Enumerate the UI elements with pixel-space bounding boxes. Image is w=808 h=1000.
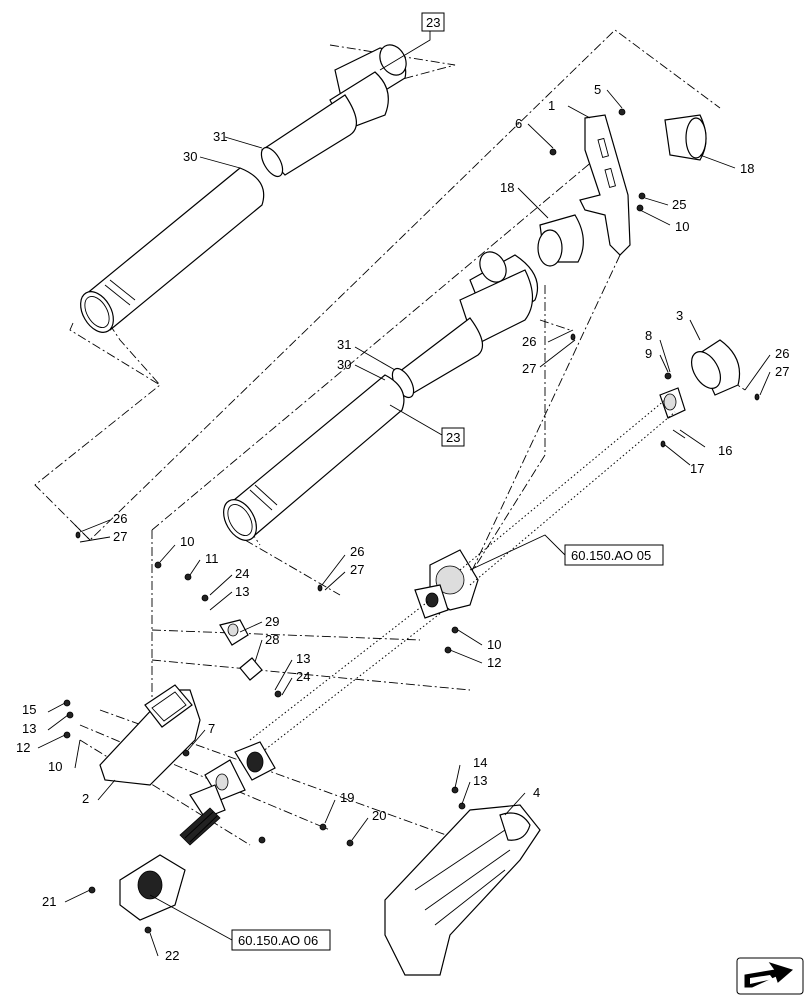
callout: 30 xyxy=(183,149,197,164)
callout: 25 xyxy=(672,197,686,212)
callout: 2 xyxy=(82,791,89,806)
lower-shaft-assembly xyxy=(223,251,539,541)
callout: 17 xyxy=(690,461,704,476)
ref-box-23-top-label: 23 xyxy=(426,15,440,30)
callout: 6 xyxy=(515,116,522,131)
small-parts xyxy=(219,619,263,681)
callouts: 31 30 5 1 6 18 18 25 10 26 27 31 30 3 8 … xyxy=(16,82,789,963)
ref-box-ao05-label: 60.150.AO 05 xyxy=(571,548,651,563)
ref-box-23-mid-label: 23 xyxy=(446,430,460,445)
callout: 13 xyxy=(22,721,36,736)
callout: 16 xyxy=(718,443,732,458)
callout: 15 xyxy=(22,702,36,717)
callout: 31 xyxy=(213,129,227,144)
callout: 30 xyxy=(337,357,351,372)
nav-arrow-icon[interactable] xyxy=(736,957,804,995)
callout: 11 xyxy=(205,551,219,566)
leader-lines xyxy=(37,30,771,957)
callout: 20 xyxy=(372,808,386,823)
callout: 26 xyxy=(775,346,789,361)
callout: 18 xyxy=(740,161,754,176)
callout: 1 xyxy=(548,98,555,113)
upper-bracket xyxy=(537,114,707,267)
ref-box-ao06[interactable] xyxy=(231,929,331,951)
callout: 10 xyxy=(180,534,194,549)
mount-plate xyxy=(99,684,276,819)
callout: 24 xyxy=(235,566,249,581)
callout: 24 xyxy=(296,669,310,684)
callout: 27 xyxy=(350,562,364,577)
ref-box-23-top[interactable] xyxy=(421,12,445,32)
ref-box-ao05[interactable] xyxy=(564,544,664,566)
callout: 22 xyxy=(165,948,179,963)
callout: 13 xyxy=(235,584,249,599)
callout: 10 xyxy=(675,219,689,234)
callout: 14 xyxy=(473,755,487,770)
callout: 8 xyxy=(645,328,652,343)
callout: 18 xyxy=(500,180,514,195)
callout: 10 xyxy=(48,759,62,774)
callout: 27 xyxy=(113,529,127,544)
callout: 13 xyxy=(473,773,487,788)
callout: 10 xyxy=(487,637,501,652)
callout: 13 xyxy=(296,651,310,666)
callout: 9 xyxy=(645,346,652,361)
callout: 27 xyxy=(775,364,789,379)
callout: 26 xyxy=(113,511,127,526)
upper-shaft-assembly xyxy=(80,44,407,333)
callout: 28 xyxy=(265,632,279,647)
callout: 26 xyxy=(350,544,364,559)
callout: 29 xyxy=(265,614,279,629)
spring-joint xyxy=(119,807,221,921)
callout: 12 xyxy=(487,655,501,670)
reference-boxes: 23 23 60.150.AO 05 60.150.AO 06 xyxy=(231,12,664,951)
center-joint xyxy=(414,549,479,619)
callout: 4 xyxy=(533,785,540,800)
dotted-shafts xyxy=(249,399,676,753)
callout: 19 xyxy=(340,790,354,805)
callout: 12 xyxy=(16,740,30,755)
callout: 5 xyxy=(594,82,601,97)
callout: 27 xyxy=(522,361,536,376)
ref-box-ao06-label: 60.150.AO 06 xyxy=(238,933,318,948)
callout: 31 xyxy=(337,337,351,352)
callout: 3 xyxy=(676,308,683,323)
guard-cover xyxy=(384,804,541,976)
callout: 21 xyxy=(42,894,56,909)
right-joint-assembly xyxy=(659,339,741,439)
callout: 26 xyxy=(522,334,536,349)
ref-box-23-mid[interactable] xyxy=(441,427,465,447)
callout: 7 xyxy=(208,721,215,736)
